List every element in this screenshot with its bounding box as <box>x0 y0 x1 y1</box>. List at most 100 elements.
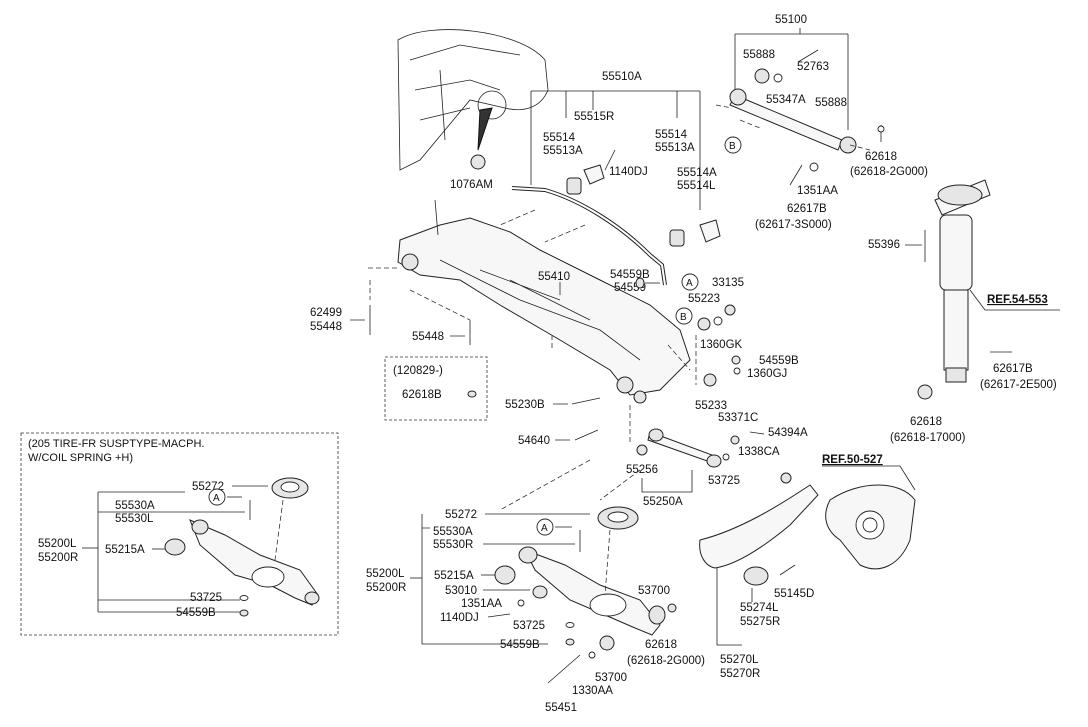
label-62618-lower: 62618 <box>645 639 677 651</box>
label-54640: 54640 <box>518 435 550 447</box>
label-55275R: 55275R <box>740 616 780 628</box>
shock-body-icon <box>943 289 969 371</box>
label-54559B: 54559B <box>610 269 650 281</box>
label-55448-b: 55448 <box>412 331 444 343</box>
label-55270L: 55270L <box>720 654 759 666</box>
label-62618-shock: 62618 <box>910 416 942 428</box>
nut-icon <box>467 390 477 398</box>
label-1076AM: 1076AM <box>450 179 493 191</box>
crossmember-icon <box>397 217 691 396</box>
label-55514-left: 55514 <box>543 132 576 144</box>
bushing-icon <box>754 68 770 84</box>
bushing-icon <box>566 177 582 195</box>
label-62617-3S000: (62617-3S000) <box>755 219 832 231</box>
label-55256: 55256 <box>626 464 658 476</box>
label-1330AA: 1330AA <box>572 685 613 697</box>
label-55274L: 55274L <box>740 602 779 614</box>
label-55250A: 55250A <box>643 496 683 508</box>
dust-boot-icon <box>939 214 973 291</box>
label-53700-b: 53700 <box>595 672 627 684</box>
variant-title-line1: (205 TIRE-FR SUSPTYPE-MACPH. <box>28 438 204 450</box>
label-55233: 55233 <box>695 400 727 412</box>
label-55530A: 55530A <box>433 526 473 538</box>
dated-box: (120829-) 62618B <box>384 356 488 421</box>
circle-callout-b-crossmember <box>675 307 693 325</box>
label-55200R: 55200R <box>366 582 406 594</box>
label-55514A: 55514A <box>677 167 717 179</box>
label-53010: 53010 <box>445 585 477 597</box>
bracket-icon <box>699 219 721 243</box>
lower-arm-group: 55272 55530A 55530R A 55200L 55200R 5521… <box>366 469 705 714</box>
label-55514L: 55514L <box>677 180 716 192</box>
label-62617B: 62617B <box>787 203 827 215</box>
label-54394A: 54394A <box>768 427 808 439</box>
label-55145D: 55145D <box>774 588 814 600</box>
label-53725-lower: 53725 <box>513 620 545 632</box>
variant-box: (205 TIRE-FR SUSPTYPE-MACPH. W/COIL SPRI… <box>20 432 339 636</box>
label-55515R: 55515R <box>574 111 614 123</box>
nut-icon <box>917 384 933 400</box>
label-62499: 62499 <box>310 307 342 319</box>
circle-callout-a-lower <box>536 518 554 536</box>
upper-arm-group: 55100 55888 52763 55347A 55888 B 62618 (… <box>715 14 928 231</box>
trailing-arm-icon <box>699 484 819 569</box>
label-55396: 55396 <box>868 239 900 251</box>
label-55215A-variant: 55215A <box>105 544 145 556</box>
circle-a-text: A <box>686 278 693 289</box>
label-55200R-variant: 55200R <box>38 552 78 564</box>
plug-icon <box>470 154 486 170</box>
bushing-icon <box>743 566 769 586</box>
ref-50-527: REF.50-527 <box>822 454 883 466</box>
label-62617B-shock: 62617B <box>993 363 1033 375</box>
dated-box-part: 62618B <box>402 389 442 401</box>
label-54559B-b: 54559B <box>759 355 799 367</box>
label-55448-a: 55448 <box>310 321 342 333</box>
label-55270R: 55270R <box>720 668 760 680</box>
label-55223: 55223 <box>688 293 720 305</box>
variant-title-line2: W/COIL SPRING +H) <box>28 452 133 464</box>
label-55410: 55410 <box>538 271 570 283</box>
vehicle-inset: 1076AM <box>397 29 549 191</box>
label-55530A-variant: 55530A <box>115 500 155 512</box>
label-1360GJ: 1360GJ <box>747 368 787 380</box>
label-53725: 53725 <box>708 475 740 487</box>
crossmember-group: 55410 54559B 54559 A 33135 55223 B 1360G… <box>310 199 799 447</box>
label-55347A: 55347A <box>766 94 806 106</box>
label-62617-2E500: (62617-2E500) <box>980 379 1057 391</box>
ref-54-553: REF.54-553 <box>987 294 1048 306</box>
label-55513A-right: 55513A <box>655 142 695 154</box>
circle-callout-a-variant <box>208 488 226 506</box>
label-55513A-left: 55513A <box>543 145 583 157</box>
knuckle-group: REF.50-527 55145D 55274L 55275R 55270L 5… <box>699 454 916 680</box>
label-55230B: 55230B <box>505 399 545 411</box>
circle-callout-a <box>681 273 699 291</box>
lower-arm-variant-icon <box>189 519 319 606</box>
label-1338CA: 1338CA <box>738 446 780 458</box>
shock-absorber-group: 55396 REF.54-553 62617B (62617-2E500) 62… <box>868 179 1060 444</box>
stabilizer-group: 55510A 55515R 55514 55513A 1140DJ 55514 … <box>499 71 721 286</box>
label-53371C: 53371C <box>718 412 758 424</box>
circle-b-text: B <box>729 141 736 152</box>
label-55530L-variant: 55530L <box>115 513 154 525</box>
label-1351AA-lower: 1351AA <box>461 598 502 610</box>
label-54559B-lower: 54559B <box>500 639 540 651</box>
label-54559B-variant: 54559B <box>176 607 216 619</box>
lower-arm-icon <box>523 549 661 636</box>
dated-box-date: (120829-) <box>393 365 443 377</box>
bracket-icon <box>583 164 605 185</box>
lateral-link-group: 53371C 54394A 1338CA 55256 53725 55250A <box>499 405 808 511</box>
label-55514-right: 55514 <box>655 129 688 141</box>
circle-a-variant-text: A <box>213 493 220 504</box>
label-1351AA: 1351AA <box>797 185 838 197</box>
label-1140DJ-lower: 1140DJ <box>440 612 479 624</box>
label-1360GK: 1360GK <box>700 339 743 351</box>
label-53700-a: 53700 <box>638 585 670 597</box>
label-52763: 52763 <box>797 61 829 73</box>
circle-a-lower-text: A <box>541 523 548 534</box>
label-62618-2G000: (62618-2G000) <box>850 166 928 178</box>
circle-callout-b <box>724 136 742 154</box>
circle-b-crossmember-text: B <box>680 312 687 323</box>
washer-icon <box>773 73 783 83</box>
bushing-icon <box>669 229 685 247</box>
label-55272: 55272 <box>445 509 477 521</box>
